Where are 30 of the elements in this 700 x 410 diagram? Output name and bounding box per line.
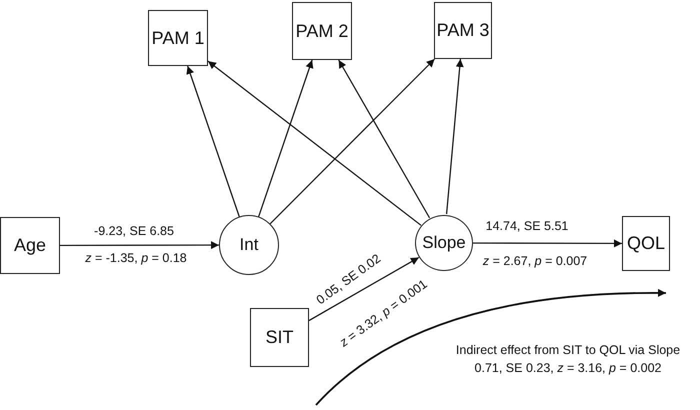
annotation-text: 0.71, SE 0.23, z = 3.16, p = 0.002 — [474, 362, 662, 376]
observed-variable-box — [0, 217, 60, 274]
arrow — [446, 58, 464, 214]
node-label: PAM 3 — [436, 20, 490, 41]
arrow — [473, 239, 622, 248]
arrow — [186, 66, 240, 217]
observed-variable-box — [622, 216, 670, 271]
observed-variable-box — [434, 2, 492, 59]
arrow — [338, 60, 430, 218]
edge-label: 14.74, SE 5.51 — [486, 220, 568, 234]
node-label: SIT — [265, 327, 294, 348]
arrow — [60, 241, 219, 250]
node-label: QOL — [626, 233, 665, 254]
node-label: Int — [240, 235, 258, 255]
observed-variable-box — [148, 10, 208, 66]
statistic-label: z = -1.35, p = 0.18 — [85, 252, 187, 266]
arrow — [308, 256, 420, 322]
observed-variable-box — [250, 308, 309, 367]
observed-variable-box — [292, 2, 352, 60]
node-label: PAM 2 — [296, 20, 348, 42]
node-label: PAM 1 — [152, 28, 204, 48]
edge-label: -9.23, SE 6.85 — [94, 225, 174, 239]
statistic-label: z = 2.67, p = 0.007 — [482, 255, 588, 269]
arrow — [258, 60, 314, 217]
annotation-text: Indirect effect from SIT to QOL via Slope — [456, 344, 680, 358]
node-label: Slope — [422, 233, 466, 253]
node-label: Age — [14, 235, 46, 256]
arrow — [270, 58, 435, 224]
edge-label: 0.05, SE 0.02 — [314, 252, 384, 308]
arrow — [208, 60, 422, 226]
